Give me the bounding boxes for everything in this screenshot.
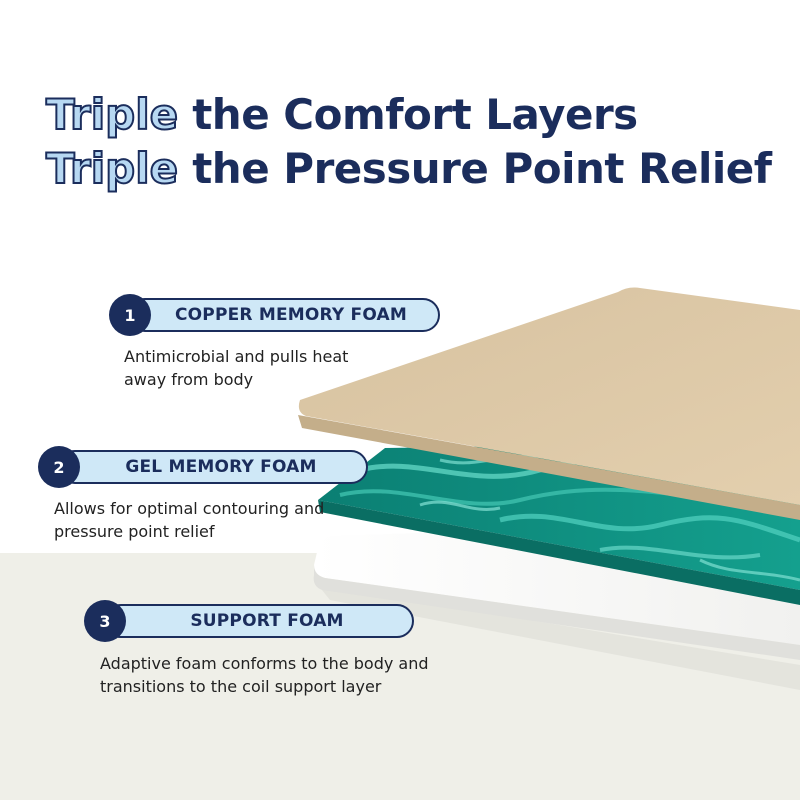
layer-3-description: Adaptive foam conforms to the body and t… <box>100 654 429 696</box>
support-foam-edge <box>313 565 800 660</box>
headline-text-2: the Pressure Point Relief <box>192 144 772 193</box>
headline: Triple the Comfort Layers Triple the Pre… <box>45 88 772 196</box>
layer-1-number-badge: 1 <box>109 294 151 336</box>
gel-foam-edge <box>318 500 800 605</box>
copper-foam-edge <box>298 415 800 520</box>
layer-2-number-badge: 2 <box>38 446 80 488</box>
layer-3-title-pill: SUPPORT FOAM <box>104 604 414 638</box>
layer-3-title: SUPPORT FOAM <box>190 611 344 631</box>
layer-1-description: Antimicrobial and pulls heat away from b… <box>124 347 349 389</box>
layer-2-description: Allows for optimal contouring and pressu… <box>54 499 325 541</box>
layer-1-title-pill: COPPER MEMORY FOAM <box>128 298 440 332</box>
layer-3-number-badge: 3 <box>84 600 126 642</box>
layer-2-title-pill: GEL MEMORY FOAM <box>58 450 368 484</box>
layer-1-title: COPPER MEMORY FOAM <box>174 305 408 325</box>
headline-accent-2: Triple <box>45 143 179 194</box>
support-foam-shadow <box>318 585 800 690</box>
headline-line-2: Triple the Pressure Point Relief <box>45 142 772 196</box>
headline-line-1: Triple the Comfort Layers <box>45 88 772 142</box>
headline-accent-1: Triple <box>45 89 179 140</box>
headline-text-1: the Comfort Layers <box>192 90 638 139</box>
layer-2-title: GEL MEMORY FOAM <box>125 457 317 477</box>
copper-foam-layer <box>298 287 800 505</box>
